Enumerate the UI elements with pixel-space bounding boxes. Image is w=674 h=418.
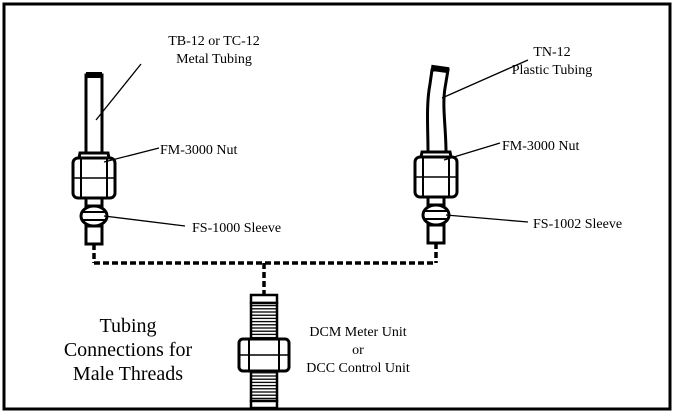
right-nut-label: FM-3000 Nut	[502, 139, 580, 154]
caption-line1: Tubing	[99, 315, 156, 337]
plastic-tubing-end	[430, 64, 450, 74]
unit-upper-threads	[249, 301, 279, 341]
right-sleeve	[421, 203, 451, 227]
plastic-tubing	[426, 68, 450, 154]
unit-lower-threads	[249, 369, 279, 403]
left-sleeve	[79, 204, 109, 228]
connection-lines	[92, 243, 438, 294]
left-tubing-label-line1: TB-12 or TC-12	[168, 34, 260, 49]
left-sleeve-leader	[103, 215, 186, 227]
right-tubing-label-line2: Plastic Tubing	[512, 63, 593, 78]
caption-line3: Male Threads	[73, 363, 183, 385]
left-nut-label: FM-3000 Nut	[160, 143, 238, 158]
unit-label-line1: DCM Meter Unit	[309, 325, 406, 340]
left-tubing-label-line2: Metal Tubing	[176, 52, 252, 67]
control-unit-fitting	[237, 293, 291, 410]
right-sleeve-label: FS-1002 Sleeve	[533, 217, 622, 232]
left-fitting-assembly	[71, 72, 117, 246]
right-nut-leader	[443, 142, 501, 161]
unit-label-line2: or	[352, 343, 364, 358]
right-tube-tip	[426, 223, 446, 245]
right-tubing-label-line1: TN-12	[533, 45, 570, 60]
left-tube-tip	[84, 224, 104, 246]
left-nut-leader	[103, 147, 160, 163]
left-tubing-leader	[95, 63, 142, 121]
right-tubing-leader	[441, 59, 529, 99]
metal-tubing-end	[86, 72, 102, 78]
caption-line2: Connections for	[64, 339, 193, 361]
metal-tubing	[84, 73, 104, 155]
left-sleeve-label: FS-1000 Sleeve	[192, 221, 281, 236]
diagram-frame	[2, 2, 672, 411]
unit-label-line3: DCC Control Unit	[306, 361, 410, 376]
right-sleeve-leader	[445, 214, 529, 223]
right-fitting-assembly	[413, 64, 459, 245]
